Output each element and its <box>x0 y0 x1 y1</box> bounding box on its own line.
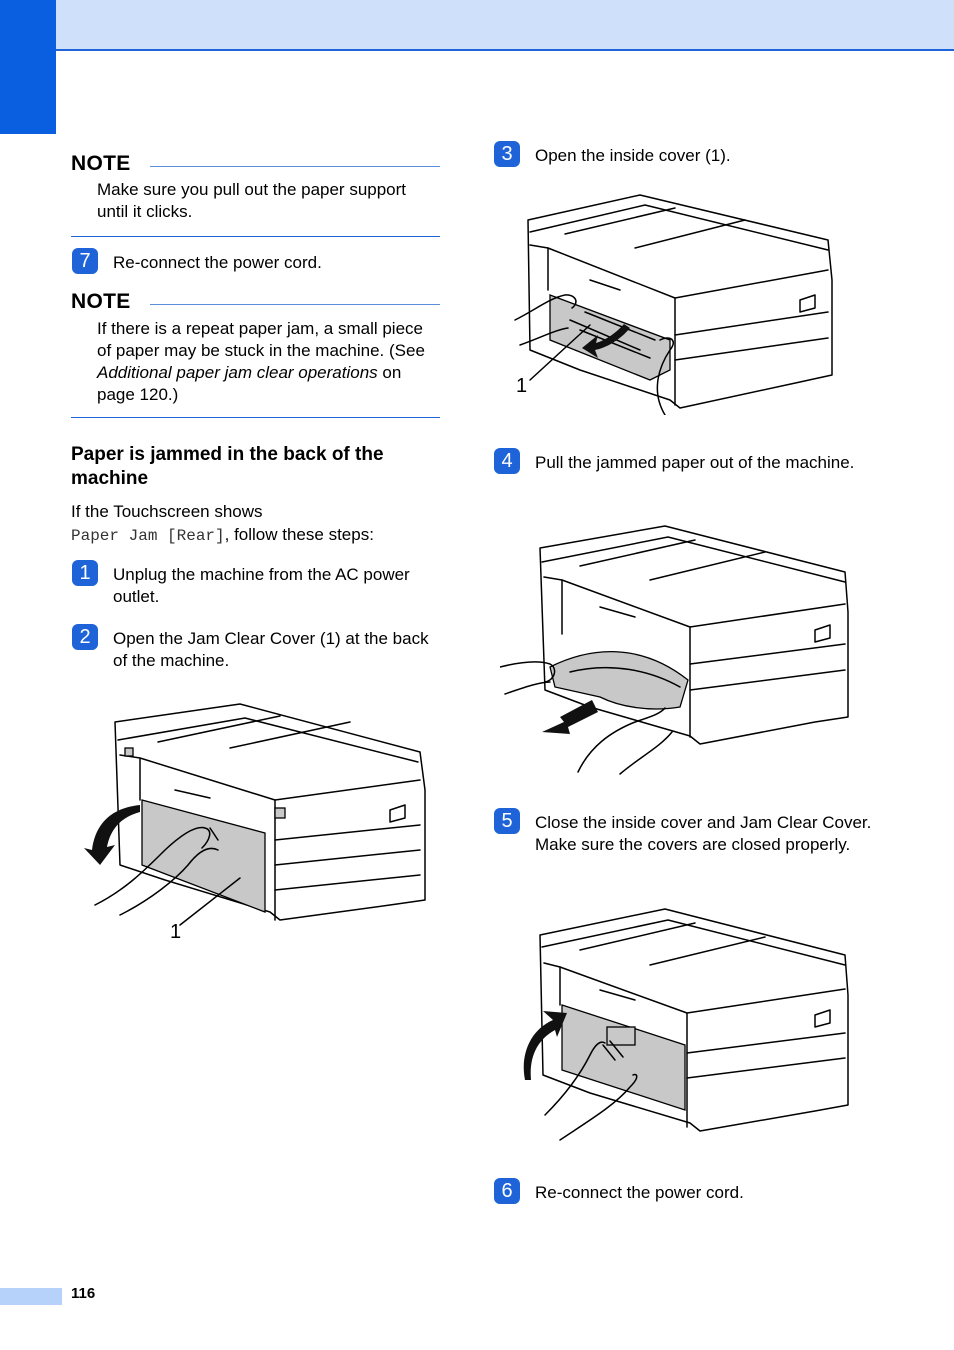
note-title: NOTE <box>71 152 131 175</box>
intro-line-2: Paper Jam [Rear], follow these steps: <box>71 524 441 547</box>
intro-line: If the Touchscreen shows <box>71 502 263 521</box>
figure-open-jam-clear-cover: 1 <box>84 703 426 943</box>
note-text-part: on page 120.) <box>97 363 402 404</box>
figure-close-covers <box>523 908 849 1141</box>
figure-open-inside-cover: 1 <box>514 194 833 415</box>
note-text-part: If there is a repeat paper jam, a small … <box>97 319 425 360</box>
step-2-text: Open the Jam Clear Cover (1) at the back… <box>113 629 429 670</box>
callout-label: 1 <box>170 921 181 943</box>
intro-text: , follow these steps: <box>224 525 374 544</box>
note-title: NOTE <box>71 290 131 313</box>
step-2-badge: 2 <box>72 624 98 650</box>
step-1-text: Unplug the machine from the AC power out… <box>113 565 410 606</box>
step-5-badge: 5 <box>494 808 520 834</box>
page-number-tab <box>0 1288 62 1305</box>
step-5-text: Close the inside cover and Jam Clear Cov… <box>535 813 872 854</box>
callout-label: 1 <box>516 375 527 397</box>
section-heading: Paper is jammed in the back of the machi… <box>71 444 384 489</box>
note-bottom-rule <box>71 417 440 418</box>
step-4-badge: 4 <box>494 448 520 474</box>
step-7-text: Re-connect the power cord. <box>113 253 322 272</box>
step-1-badge: 1 <box>72 560 98 586</box>
cross-reference-link[interactable]: Additional paper jam clear operations <box>97 363 378 382</box>
page-number: 116 <box>71 1285 96 1302</box>
step-3-text: Open the inside cover (1). <box>535 146 731 165</box>
step-6-text: Re-connect the power cord. <box>535 1183 744 1202</box>
note-text: Make sure you pull out the paper support… <box>97 180 407 221</box>
note-text: If there is a repeat paper jam, a small … <box>97 318 440 406</box>
step-7-badge: 7 <box>72 248 98 274</box>
note-title-line <box>150 304 440 305</box>
step-4-text: Pull the jammed paper out of the machine… <box>535 453 855 472</box>
note-title-line <box>150 166 440 167</box>
note-bottom-rule <box>71 236 440 237</box>
touchscreen-message: Paper Jam [Rear] <box>71 527 225 545</box>
header-band <box>0 0 954 51</box>
chapter-tab <box>0 0 56 134</box>
figure-pull-jammed-paper <box>500 525 849 775</box>
step-3-badge: 3 <box>494 141 520 167</box>
step-6-badge: 6 <box>494 1178 520 1204</box>
